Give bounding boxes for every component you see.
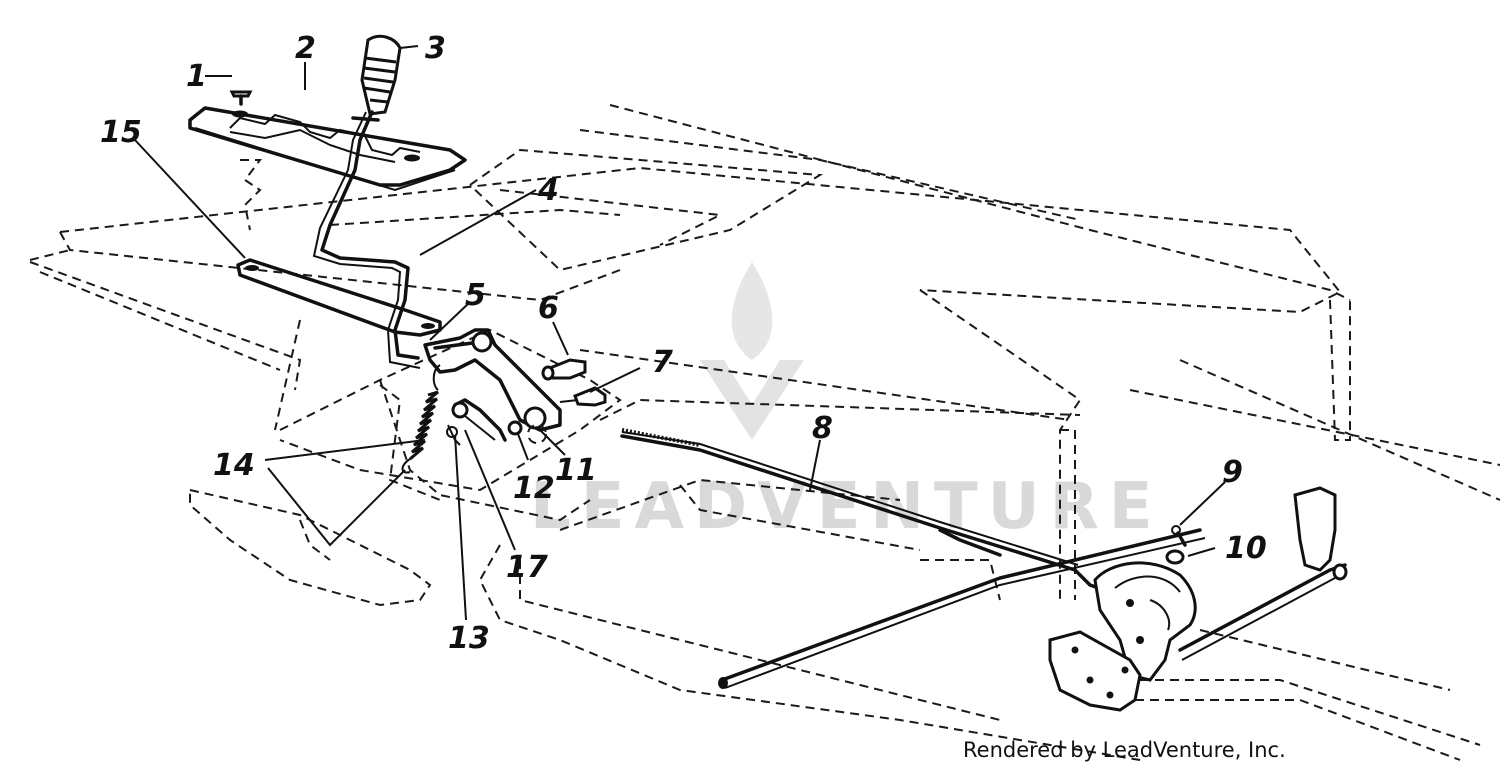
callout-labels: 1 2 3 4 5 6 7 8 9 10 11 12 13 14 15 17	[100, 31, 1267, 656]
bolt-9	[1171, 525, 1187, 547]
shift-lever	[312, 110, 421, 369]
v-logo-icon	[700, 360, 804, 440]
bracket-hole	[421, 323, 435, 329]
shifter-mount-bracket	[1048, 630, 1142, 712]
shift-segment-plate	[1093, 561, 1197, 682]
callout-13: 13	[448, 621, 490, 656]
bolt-7	[559, 386, 607, 407]
pivot-arm-assembly	[423, 328, 562, 444]
washer-10	[1165, 549, 1185, 565]
plate-screw-hole	[232, 110, 248, 118]
washer-11	[523, 406, 547, 430]
plate-screw-hole	[404, 154, 420, 162]
watermark-text: LEADVENTURE	[530, 470, 1163, 544]
cross-shaft	[718, 528, 1206, 689]
callout-10: 10	[1225, 531, 1267, 566]
callout-6: 6	[538, 291, 559, 326]
flame-logo-icon	[731, 262, 773, 360]
shift-knob	[360, 34, 402, 116]
arm-washer	[451, 401, 469, 419]
callout-9: 9	[1222, 455, 1243, 490]
callout-7: 7	[652, 345, 673, 380]
deck-hanger-bracket	[189, 488, 432, 607]
callout-17: 17	[506, 550, 548, 585]
nut-12	[507, 420, 523, 436]
callout-8: 8	[812, 411, 833, 446]
shaft-end	[718, 677, 728, 689]
plate-screw	[229, 90, 253, 106]
callout-12: 12	[513, 471, 555, 506]
lever-mount-bracket	[236, 258, 442, 337]
callout-14: 14	[213, 448, 255, 483]
bracket-hole	[245, 265, 259, 271]
shift-plate	[188, 106, 467, 192]
callout-15: 15	[100, 115, 142, 150]
callout-5: 5	[465, 278, 486, 313]
callout-11: 11	[555, 453, 597, 488]
leadventure-watermark: LEADVENTURE	[530, 262, 1163, 544]
callout-3: 3	[425, 31, 446, 66]
pivot-bushing	[471, 331, 493, 353]
hairpin-clip	[446, 424, 461, 446]
idler-shaft-arm	[1178, 486, 1348, 661]
callout-1: 1	[186, 59, 207, 94]
bolt-6	[541, 358, 587, 381]
callout-2: 2	[295, 31, 316, 66]
leader-lines	[134, 45, 1226, 621]
extension-spring	[401, 364, 441, 474]
rendered-by-credit: Rendered by LeadVenture, Inc.	[963, 738, 1286, 762]
tractor-frame-outline	[29, 104, 1500, 761]
callout-4: 4	[537, 173, 559, 208]
